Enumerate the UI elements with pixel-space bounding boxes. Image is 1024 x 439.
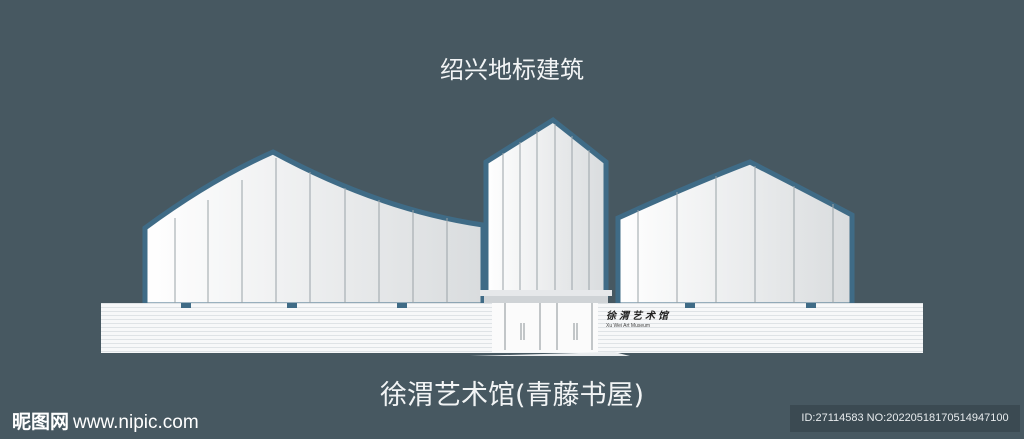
watermark-id: ID:27114583 NO:20220518170514947100 [790, 405, 1020, 432]
left-wing [142, 149, 486, 308]
sign-english: Xu Wei Art Museum [606, 323, 651, 329]
caption: 徐渭艺术馆(青藤书屋) [379, 380, 645, 411]
page-title: 绍兴地标建筑 [440, 56, 584, 84]
watermark-site: www.nipic.com [73, 412, 199, 433]
watermark-logo-text: 昵图网 [12, 411, 70, 433]
center-tower [483, 116, 609, 298]
right-wing [615, 159, 855, 308]
museum-sign: 徐渭艺术馆 Xu Wei Art Museum [606, 307, 671, 329]
entrance [470, 290, 630, 356]
sign-chinese: 徐渭艺术馆 [606, 311, 671, 322]
